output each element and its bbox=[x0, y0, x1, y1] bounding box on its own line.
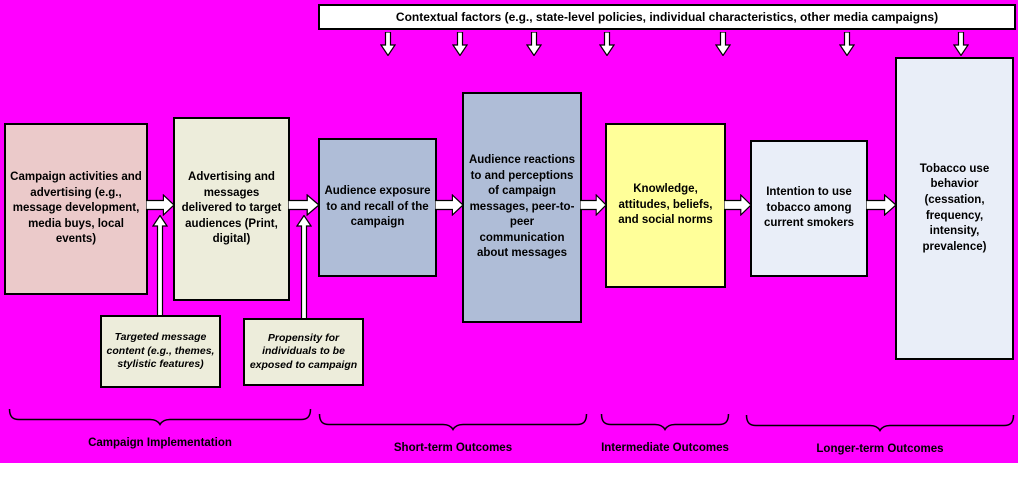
flow-box-label: Knowledge, attitudes, beliefs, and socia… bbox=[618, 183, 713, 227]
brace-short-term-outcomes bbox=[318, 413, 588, 431]
flow-right-arrow bbox=[435, 194, 464, 216]
moderator-up-arrow bbox=[152, 215, 168, 316]
context-down-arrow bbox=[526, 32, 542, 56]
brace-campaign-implementation bbox=[8, 408, 312, 426]
flow-box-campaign-activities: Campaign activities and advertising (e.g… bbox=[4, 123, 148, 295]
flow-box-label: Advertising and messages delivered to ta… bbox=[181, 171, 282, 246]
flow-box-label: Tobacco use behavior (cessation, frequen… bbox=[919, 162, 990, 253]
contextual-factors-box: Contextual factors (e.g., state-level po… bbox=[318, 4, 1016, 30]
flow-box-intention-to-use: Intention to use tobacco among current s… bbox=[750, 140, 868, 277]
flow-right-arrow bbox=[288, 194, 320, 216]
flow-right-arrow bbox=[146, 194, 175, 216]
stage-label-campaign-implementation: Campaign Implementation bbox=[88, 437, 232, 449]
flow-box-knowledge-attitudes: Knowledge, attitudes, beliefs, and socia… bbox=[605, 123, 726, 288]
flow-box-label: Campaign activities and advertising (e.g… bbox=[10, 171, 142, 246]
flow-right-arrow bbox=[580, 194, 607, 216]
flow-box-audience-exposure: Audience exposure to and recall of the c… bbox=[318, 138, 437, 277]
flow-right-arrow bbox=[866, 194, 897, 216]
moderator-box-propensity-exposure: Propensity for individuals to be exposed… bbox=[243, 318, 364, 386]
flow-box-advertising-delivered: Advertising and messages delivered to ta… bbox=[173, 117, 290, 301]
context-down-arrow bbox=[452, 32, 468, 56]
moderator-box-label: Propensity for individuals to be exposed… bbox=[249, 331, 358, 371]
context-down-arrow bbox=[953, 32, 969, 56]
flow-box-tobacco-use-behavior: Tobacco use behavior (cessation, frequen… bbox=[895, 57, 1014, 360]
flow-box-label: Audience exposure to and recall of the c… bbox=[324, 185, 431, 229]
context-down-arrow bbox=[380, 32, 396, 56]
brace-longer-term-outcomes bbox=[745, 414, 1015, 432]
context-down-arrow bbox=[839, 32, 855, 56]
flow-box-label: Audience reactions to and perceptions of… bbox=[468, 154, 576, 260]
flow-right-arrow bbox=[724, 194, 752, 216]
context-down-arrow bbox=[599, 32, 615, 56]
stage-label-intermediate-outcomes: Intermediate Outcomes bbox=[601, 442, 729, 454]
stage-label-short-term-outcomes: Short-term Outcomes bbox=[393, 442, 513, 454]
stage-label-longer-term-outcomes: Longer-term Outcomes bbox=[816, 443, 944, 455]
moderator-box-targeted-message-content: Targeted message content (e.g., themes, … bbox=[100, 315, 221, 388]
context-down-arrow bbox=[715, 32, 731, 56]
flow-box-audience-reactions: Audience reactions to and perceptions of… bbox=[462, 92, 582, 323]
flow-box-label: Intention to use tobacco among current s… bbox=[763, 186, 855, 230]
moderator-box-label: Targeted message content (e.g., themes, … bbox=[106, 331, 215, 371]
contextual-factors-label: Contextual factors (e.g., state-level po… bbox=[395, 10, 939, 24]
moderator-up-arrow bbox=[296, 215, 312, 319]
brace-intermediate-outcomes bbox=[600, 413, 730, 431]
